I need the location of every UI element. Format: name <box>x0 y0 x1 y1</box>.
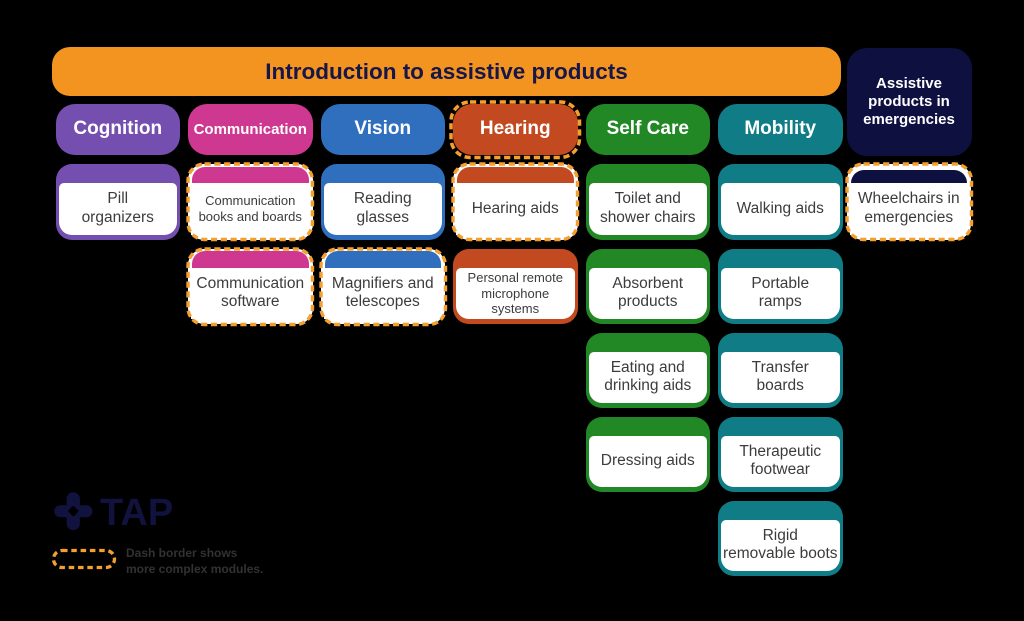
svg-text:TAP: TAP <box>100 492 173 534</box>
